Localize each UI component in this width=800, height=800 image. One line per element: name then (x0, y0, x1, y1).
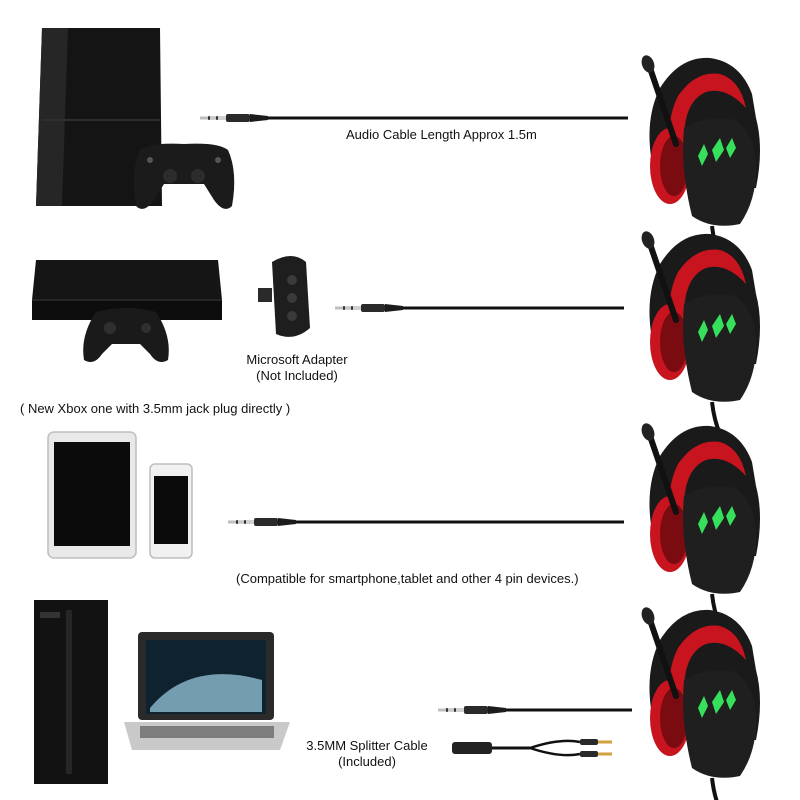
adapter-caption-line1: Microsoft Adapter (246, 352, 348, 367)
audio-jack-icon (200, 114, 268, 122)
tablet-icon (47, 431, 137, 559)
ps4-console-icon (36, 28, 162, 206)
cable-length-caption: Audio Cable Length Approx 1.5m (346, 127, 537, 142)
ps4-controller-icon (133, 143, 235, 209)
xbox-stereo-adapter-icon (258, 256, 310, 337)
headset-icon (639, 605, 760, 800)
headset-icon (639, 421, 760, 626)
laptop-icon (124, 632, 290, 750)
splitter-caption-line2: (Included) (338, 754, 396, 769)
audio-jack-icon (438, 706, 506, 714)
splitter-caption: 3.5MM Splitter Cable (Included) (292, 738, 442, 770)
audio-jack-icon (335, 304, 403, 312)
compatible-note-caption: (Compatible for smartphone,tablet and ot… (236, 571, 579, 586)
splitter-cable-icon (452, 739, 612, 757)
headset-icon (639, 53, 760, 258)
adapter-caption: Microsoft Adapter (Not Included) (222, 352, 372, 384)
splitter-caption-line1: 3.5MM Splitter Cable (306, 738, 428, 753)
audio-jack-icon (228, 518, 296, 526)
headset-icon (639, 229, 760, 434)
xbox-note-caption: ( New Xbox one with 3.5mm jack plug dire… (20, 401, 291, 416)
smartphone-icon (149, 463, 193, 559)
pc-tower-icon (34, 600, 108, 784)
xbox-controller-icon (83, 308, 169, 362)
adapter-caption-line2: (Not Included) (256, 368, 338, 383)
